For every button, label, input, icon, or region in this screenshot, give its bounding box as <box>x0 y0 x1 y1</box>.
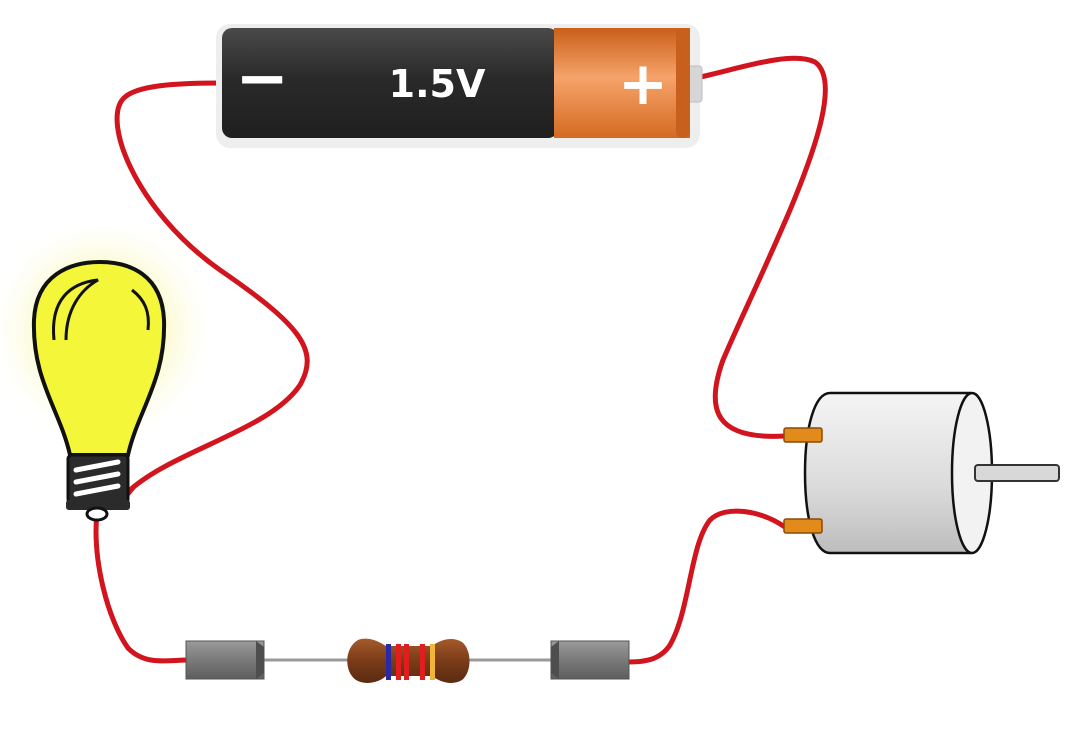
dc-motor-icon <box>783 391 1060 555</box>
motor-body <box>803 391 972 555</box>
bulb-contact <box>85 506 109 522</box>
wires <box>93 55 828 665</box>
battery-positive-symbol: + <box>618 49 668 119</box>
bulb-highlight-right <box>131 288 150 331</box>
battery-voltage-label: 1.5V <box>389 62 486 106</box>
resistor-icon <box>262 638 554 683</box>
bulb-highlight <box>52 278 99 341</box>
clip-right-body <box>550 640 630 680</box>
wire-bulb-to-clip-left <box>93 509 191 664</box>
resistor-band-1 <box>386 644 391 680</box>
clip-left-tip <box>256 641 264 679</box>
resistor-band-5 <box>430 644 435 680</box>
wire-motor-to-clip-right <box>625 508 788 665</box>
resistor-band-3 <box>404 644 409 680</box>
motor-terminal-top <box>783 427 823 443</box>
clip-left-body <box>185 640 265 680</box>
resistor-band-2 <box>396 644 401 680</box>
bulb-collar <box>66 500 130 510</box>
battery-negative-symbol: − <box>235 42 289 116</box>
clip-right-tip <box>551 641 559 679</box>
bulb-thread <box>73 459 121 497</box>
motor-shaft <box>974 464 1060 482</box>
alligator-clip-left <box>185 640 265 680</box>
wire-battery-positive-to-motor <box>693 55 828 439</box>
resistor-band-4 <box>420 644 425 680</box>
battery-body <box>222 28 558 138</box>
light-bulb-icon <box>0 212 220 522</box>
battery-nub <box>687 65 703 103</box>
battery-cap-edge <box>676 28 690 138</box>
alligator-clip-right <box>550 640 630 680</box>
bulb-glass <box>31 259 167 457</box>
battery-cap <box>554 28 690 138</box>
motor-terminal-bottom <box>783 518 823 534</box>
battery-icon: − 1.5V + <box>216 24 703 148</box>
wire-battery-negative-to-bulb <box>114 80 310 493</box>
